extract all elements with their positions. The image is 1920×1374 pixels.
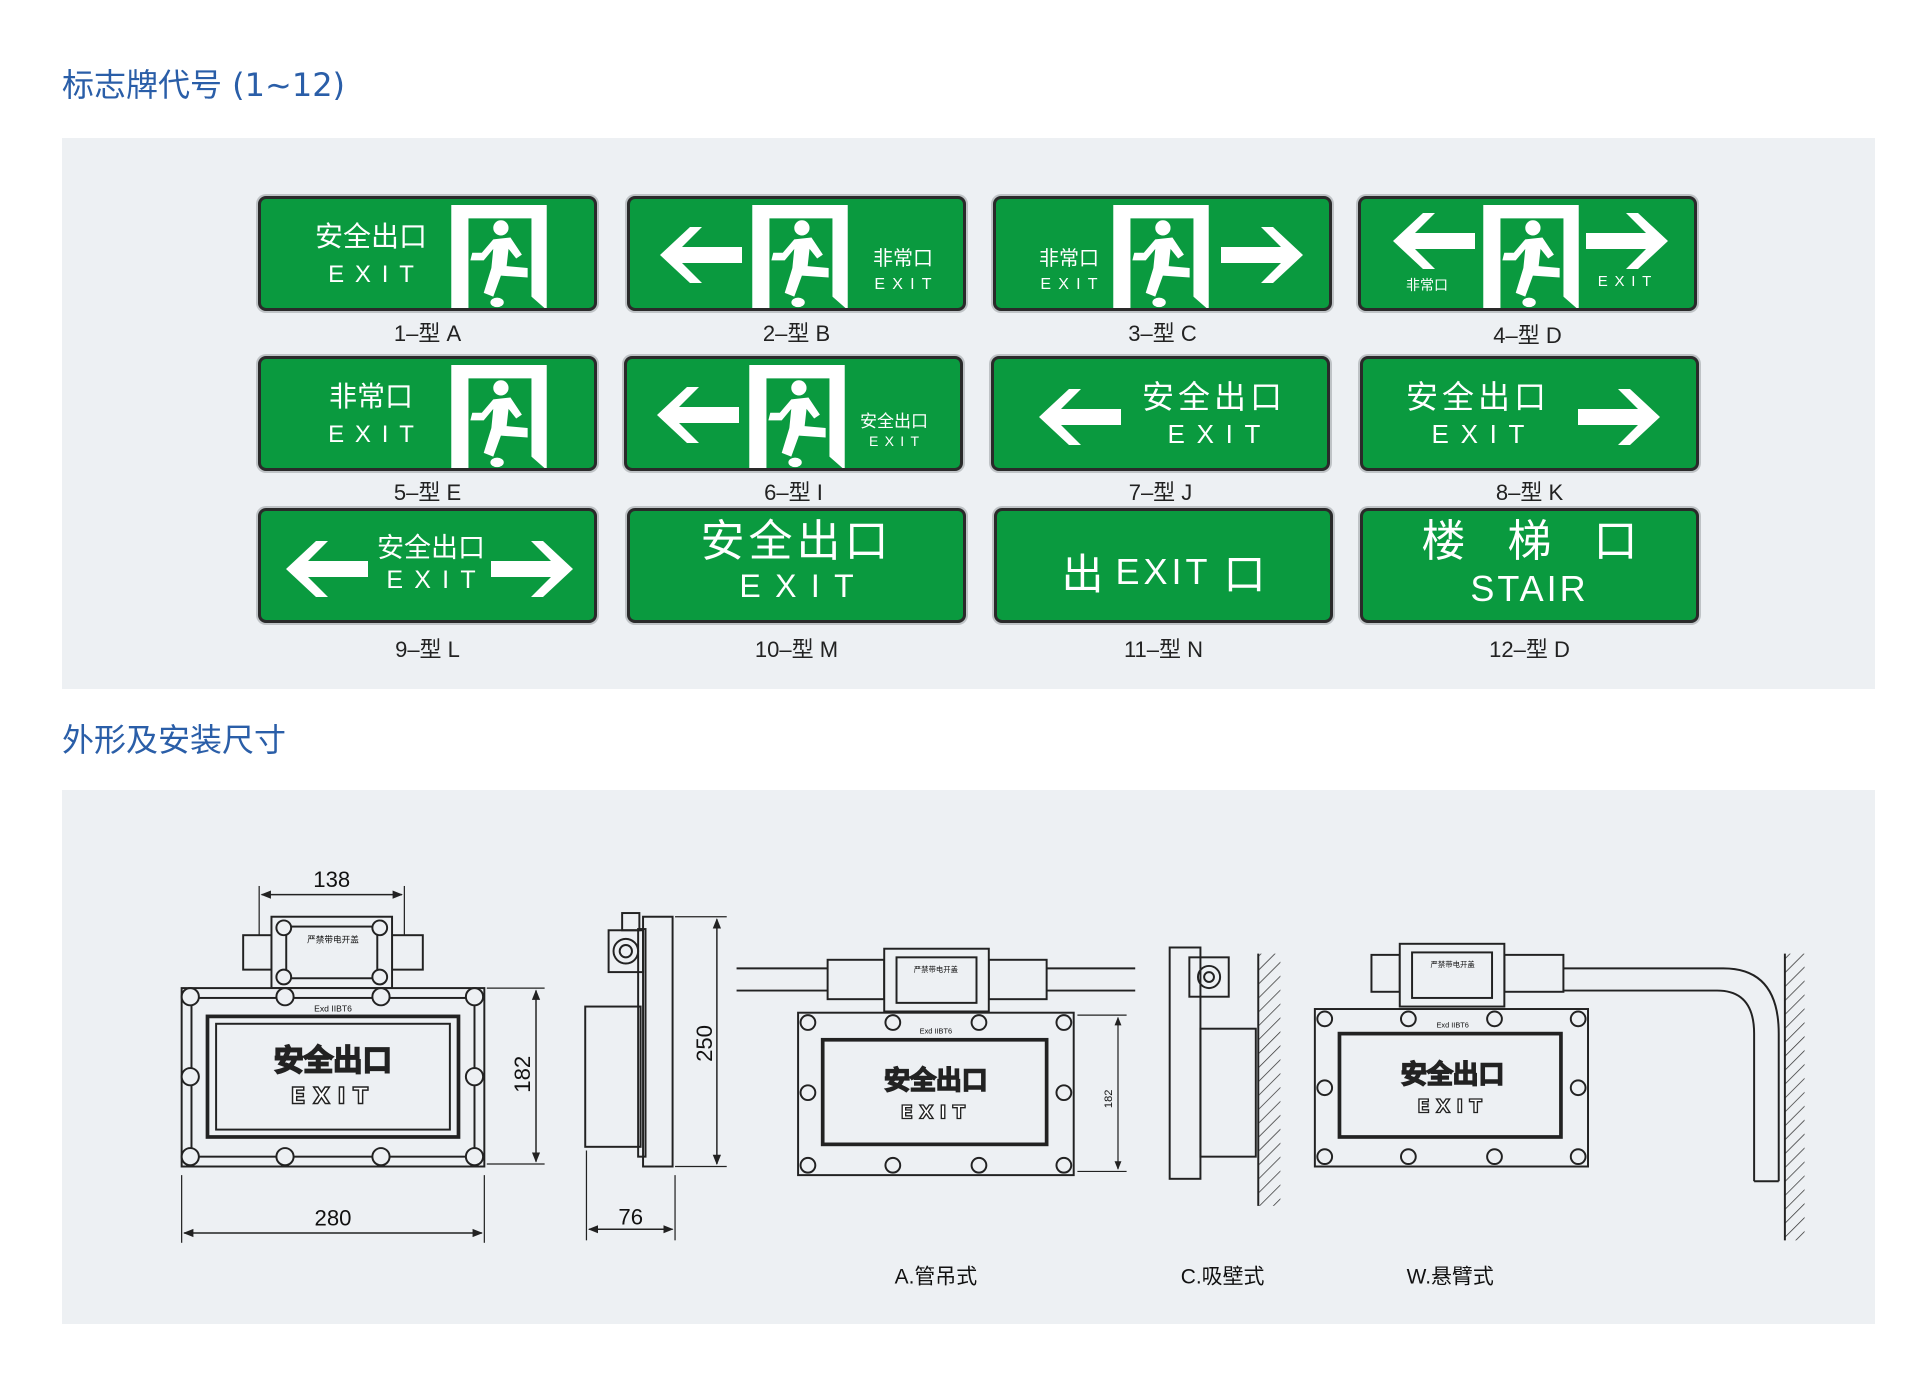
sign-5: 非常口 EXIT [258,356,597,471]
sign-caption: 2–型 B [762,321,831,346]
sign-en: EXIT [1040,276,1105,293]
arrow-right-icon [1586,213,1668,269]
side-view: 250 76 [584,912,727,1241]
running-man-door-icon [449,365,549,470]
sign-caption: 12–型 D [1489,637,1570,662]
sign-caption: 10–型 M [754,637,839,662]
mount-label: A.管吊式 [895,1265,978,1288]
arrow-left-icon [657,387,739,443]
sign-en: EXIT [874,276,939,293]
junction-label: 严禁带电开盖 [307,934,359,945]
sign-caption: 11–型 N [1123,637,1204,662]
sign-en: STAIR [1470,567,1589,609]
running-man-door-icon [449,205,549,310]
dim-138: 138 [313,867,350,892]
running-man-door-icon [1111,205,1211,310]
plate-en: EXIT [290,1084,375,1110]
plate-en: EXIT [900,1103,971,1124]
sign-4: 非常口 EXIT [1358,196,1697,311]
arrow-right-icon [1578,389,1660,445]
plate-zh: 安全出口 [884,1065,987,1096]
sign-zh: 非常口 [328,380,413,413]
plate-zh: 安全出口 [1401,1059,1504,1090]
dim-280: 280 [315,1206,352,1231]
dimensions-panel: 严禁带电开盖 Exd IIBT6 安全出口 EXIT 138 182 280 2… [62,790,1875,1324]
running-man-door-icon [750,205,850,310]
dim-182: 182 [510,1056,535,1093]
ex-mark: Exd IIBT6 [1436,1020,1468,1029]
sign-caption: 8–型 K [1495,480,1564,505]
sign-caption: 6–型 I [764,480,823,505]
sign-3: 非常口 EXIT [993,196,1332,311]
sign-en: EXIT [1167,418,1273,449]
dim-250: 250 [692,1025,717,1062]
sign-zh: 安全出口 [314,220,427,253]
sign-caption: 3–型 C [1128,321,1197,346]
sign-caption: 7–型 J [1128,480,1193,505]
sign-caption: 4–型 D [1493,323,1562,348]
sign-zh: 非常口 [873,246,933,270]
sign-en: EXIT [1597,273,1659,290]
sign-zh: 安全出口 [1405,378,1550,416]
front-view: 严禁带电开盖 Exd IIBT6 安全出口 EXIT 138 182 280 [180,867,545,1243]
sign-zh: 楼 梯 口 [1421,516,1652,567]
arrow-right-icon [491,541,573,597]
section-title-sign-codes: 标志牌代号 (1~12) [62,66,346,104]
sign-zh: 安全出口 [377,533,485,564]
dim-182-small: 182 [1103,1090,1115,1108]
arrow-left-icon [1393,213,1475,269]
sign-11: 出 EXIT 口 [994,508,1333,623]
sign-caption: 9–型 L [395,637,460,662]
mount-a-pipe-hanging: 严禁带电开盖 Exd IIBT6 安全出口 EXIT 182 A.管吊式 [736,947,1136,1288]
running-man-door-icon [747,365,847,470]
running-man-door-icon [1481,205,1581,310]
sign-2: 非常口 EXIT [627,196,966,311]
section-title-dimensions: 外形及安装尺寸 [62,721,287,759]
mount-w-cantilever: 严禁带电开盖 Exd IIBT6 安全出口 EXIT W.悬臂式 [1313,942,1805,1288]
sign-1: 安全出口 EXIT [258,196,597,311]
junction-label: 严禁带电开盖 [914,965,959,974]
ex-mark: Exd IIBT6 [314,1003,352,1013]
arrow-right-icon [1221,227,1303,283]
ex-mark: Exd IIBT6 [920,1027,952,1036]
sign-en: EXIT [739,567,869,604]
mount-label: C.吸壁式 [1181,1265,1265,1288]
plate-zh: 安全出口 [274,1044,392,1078]
sign-zh: 安全出口 [1141,378,1286,416]
arrow-left-icon [1039,389,1121,445]
dim-76: 76 [618,1204,643,1229]
sign-zh: 安全出口 [860,412,928,432]
junction-label: 严禁带电开盖 [1431,960,1476,969]
sign-en: EXIT [1431,418,1537,449]
sign-zh-left: 出 [1061,550,1104,599]
sign-en: EXIT [1115,550,1212,592]
mount-c-wall: C.吸壁式 [1168,946,1281,1288]
sign-caption: 1–型 A [393,321,462,346]
plate-en: EXIT [1417,1096,1488,1117]
sign-zh: 非常口 [1406,278,1448,294]
sign-caption: 5–型 E [393,480,462,505]
sign-zh: 非常口 [1039,246,1099,270]
installation-drawings: 严禁带电开盖 Exd IIBT6 安全出口 EXIT 138 182 280 2… [180,867,1805,1288]
arrow-left-icon [660,227,742,283]
sign-zh: 安全出口 [700,516,893,567]
mount-label: W.悬臂式 [1407,1265,1494,1288]
sign-en: EXIT [386,566,487,595]
sign-en: EXIT [328,261,425,289]
sign-en: EXIT [328,421,425,449]
sign-en: EXIT [868,432,926,449]
sign-zh-right: 口 [1223,550,1266,599]
